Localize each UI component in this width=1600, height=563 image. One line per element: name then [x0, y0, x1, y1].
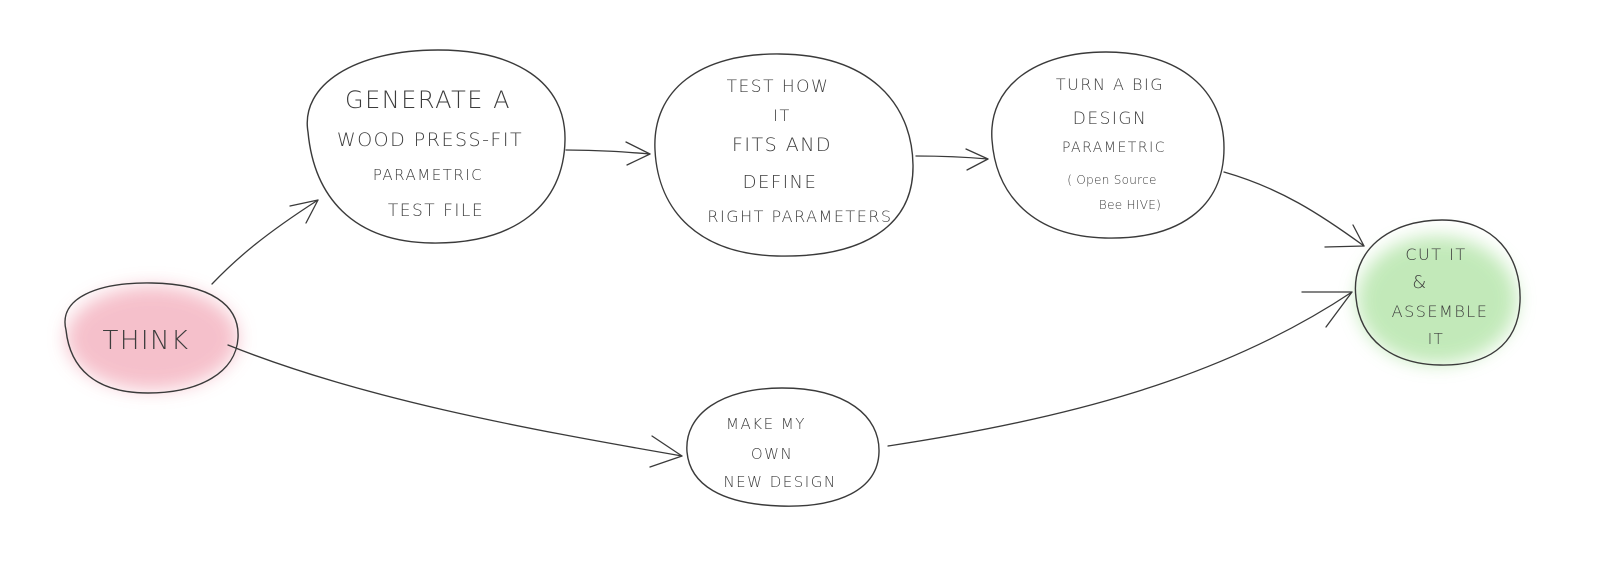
test-label-line-3: FITS AND [732, 134, 832, 156]
turn-label-line-1: TURN A BIG [1056, 75, 1164, 94]
own-node-outline [686, 387, 880, 507]
cut-node-fill [1357, 236, 1517, 364]
own-node: MAKE MY OWN NEW DESIGN [723, 415, 836, 491]
own-label-line-3: NEW DESIGN [723, 473, 836, 491]
own-label-line-1: MAKE MY [726, 415, 806, 433]
test-node: TEST HOW IT FITS AND DEFINE RIGHT PARAME… [707, 77, 892, 226]
cut-label-line-2: & [1412, 272, 1428, 293]
turn-node-outline [991, 51, 1225, 239]
own-label-line-2: OWN [751, 445, 793, 463]
cut-label-line-4: IT [1428, 330, 1445, 348]
arrow-think-to-generate [211, 199, 319, 285]
cut-label-line-1: CUT IT [1405, 245, 1466, 264]
turn-node: TURN A BIG DESIGN PARAMETRIC ( Open Sour… [1056, 75, 1166, 212]
think-label-line-1: THINK [102, 326, 189, 356]
turn-label-line-5: Bee HIVE) [1099, 198, 1161, 212]
turn-label-line-3: PARAMETRIC [1062, 140, 1166, 156]
test-node-outline [654, 53, 914, 257]
arrow-generate-to-test [565, 141, 651, 166]
test-label-line-1: TEST HOW [727, 77, 830, 97]
generate-node: GENERATE A WOOD PRESS-FIT PARAMETRIC TES… [337, 86, 523, 221]
generate-label-line-3: PARAMETRIC [373, 166, 483, 184]
generate-label-line-4: TEST FILE [388, 201, 484, 221]
think-node-outline [64, 282, 239, 394]
cut-label-line-3: ASSEMBLE [1392, 302, 1489, 321]
turn-label-line-4: ( Open Source [1067, 173, 1156, 187]
generate-label-line-1: GENERATE A [345, 86, 511, 114]
arrow-own-to-cut [887, 291, 1353, 447]
generate-label-line-2: WOOD PRESS-FIT [337, 129, 523, 151]
arrow-test-to-turn [915, 148, 989, 171]
think-node: THINK [102, 326, 189, 356]
cut-node: CUT IT & ASSEMBLE IT [1392, 245, 1489, 348]
test-label-line-5: RIGHT PARAMETERS [707, 207, 892, 226]
test-label-line-4: DEFINE [743, 172, 818, 193]
generate-node-outline [306, 49, 566, 244]
test-label-line-2: IT [773, 106, 791, 125]
arrow-think-to-own [227, 344, 683, 468]
cut-node-outline [1354, 219, 1521, 366]
turn-label-line-2: DESIGN [1073, 109, 1148, 129]
think-node-fill [66, 286, 238, 390]
arrow-turn-to-cut [1223, 171, 1365, 248]
